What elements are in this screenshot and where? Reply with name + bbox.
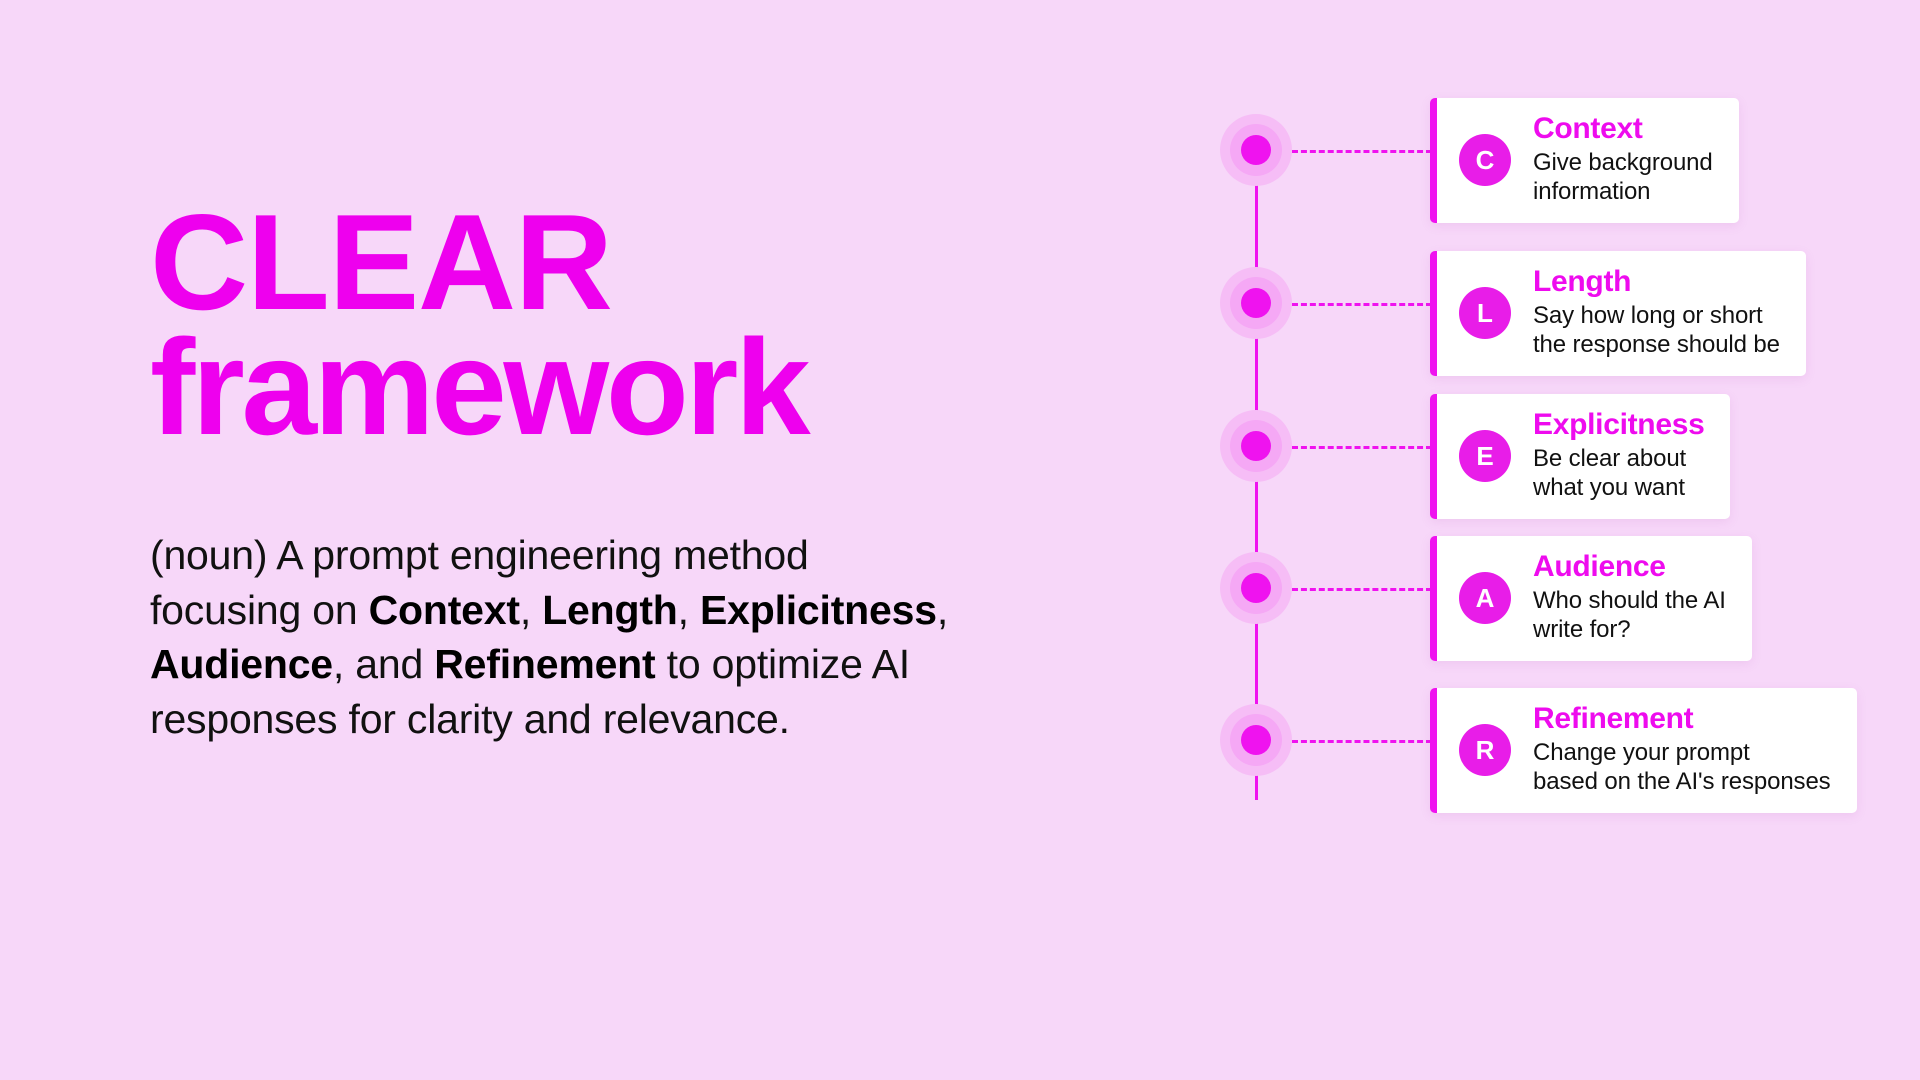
timeline-row-explicitness: E Explicitness Be clear about what you w…	[1100, 386, 1860, 520]
connector-dashed-line-audience	[1292, 588, 1432, 591]
card-description-length: Say how long or short the response shoul…	[1533, 301, 1780, 359]
node-dot-icon	[1241, 573, 1271, 603]
title-line-framework: framework	[150, 311, 811, 464]
card-description-audience: Who should the AI write for?	[1533, 586, 1726, 644]
card-title-refinement: Refinement	[1533, 702, 1694, 735]
timeline-node-explicitness	[1220, 410, 1292, 482]
definition-keyword-explicitness: Explicitness	[699, 586, 937, 633]
clear-framework-timeline: C Context Give background information L …	[1100, 90, 1860, 1010]
title-line-clear: CLEAR	[150, 186, 613, 338]
connector-dashed-line-explicitness	[1292, 446, 1432, 449]
connector-dashed-line-refinement	[1292, 740, 1432, 743]
node-dot-icon	[1241, 725, 1271, 755]
definition-keyword-context: Context	[368, 586, 520, 633]
badge-letter-l: L	[1459, 286, 1511, 339]
card-title-length: Length	[1533, 265, 1632, 298]
page-title: CLEAR framework	[150, 186, 970, 464]
timeline-node-context	[1220, 114, 1292, 186]
timeline-row-length: L Length Say how long or short the respo…	[1100, 243, 1860, 377]
definition-sep-2: ,	[677, 586, 700, 633]
card-description-explicitness: Be clear about what you want	[1533, 444, 1687, 502]
node-dot-icon	[1241, 288, 1271, 318]
definition-keyword-refinement: Refinement	[434, 641, 656, 688]
badge-letter-r: R	[1459, 723, 1511, 776]
definition-sep-4: , and	[332, 641, 435, 688]
card-length[interactable]: L Length Say how long or short the respo…	[1430, 251, 1806, 377]
badge-letter-c: C	[1459, 133, 1511, 186]
timeline-node-length	[1220, 267, 1292, 339]
timeline-row-audience: A Audience Who should the AI write for?	[1100, 528, 1860, 662]
definition-keyword-audience: Audience	[150, 641, 333, 688]
card-refinement[interactable]: R Refinement Change your prompt based on…	[1430, 688, 1857, 814]
card-title-context: Context	[1533, 112, 1643, 145]
badge-letter-e: E	[1459, 429, 1511, 482]
timeline-row-refinement: R Refinement Change your prompt based on…	[1100, 680, 1860, 814]
card-context[interactable]: C Context Give background information	[1430, 98, 1739, 224]
node-dot-icon	[1241, 431, 1271, 461]
card-title-audience: Audience	[1533, 550, 1666, 583]
definition-sep-1: ,	[519, 586, 543, 633]
card-audience[interactable]: A Audience Who should the AI write for?	[1430, 536, 1752, 662]
card-explicitness[interactable]: E Explicitness Be clear about what you w…	[1430, 394, 1731, 520]
left-panel: CLEAR framework (noun) A prompt engineer…	[150, 186, 970, 746]
node-dot-icon	[1241, 135, 1271, 165]
badge-letter-a: A	[1459, 571, 1511, 624]
definition-text-before: (noun) A prompt engineering method focus…	[150, 532, 809, 633]
definition-sep-3: ,	[936, 586, 948, 633]
definition-paragraph: (noun) A prompt engineering method focus…	[150, 528, 950, 746]
timeline-row-context: C Context Give background information	[1100, 90, 1860, 224]
definition-keyword-length: Length	[542, 586, 678, 633]
card-description-context: Give background information	[1533, 148, 1713, 206]
definition-text-after: to optimize AI responses for clarity and…	[150, 641, 910, 742]
timeline-node-audience	[1220, 552, 1292, 624]
card-description-refinement: Change your prompt based on the AI's res…	[1533, 738, 1831, 796]
connector-dashed-line-length	[1292, 303, 1432, 306]
connector-dashed-line-context	[1292, 150, 1432, 153]
card-title-explicitness: Explicitness	[1533, 408, 1705, 441]
timeline-node-refinement	[1220, 704, 1292, 776]
